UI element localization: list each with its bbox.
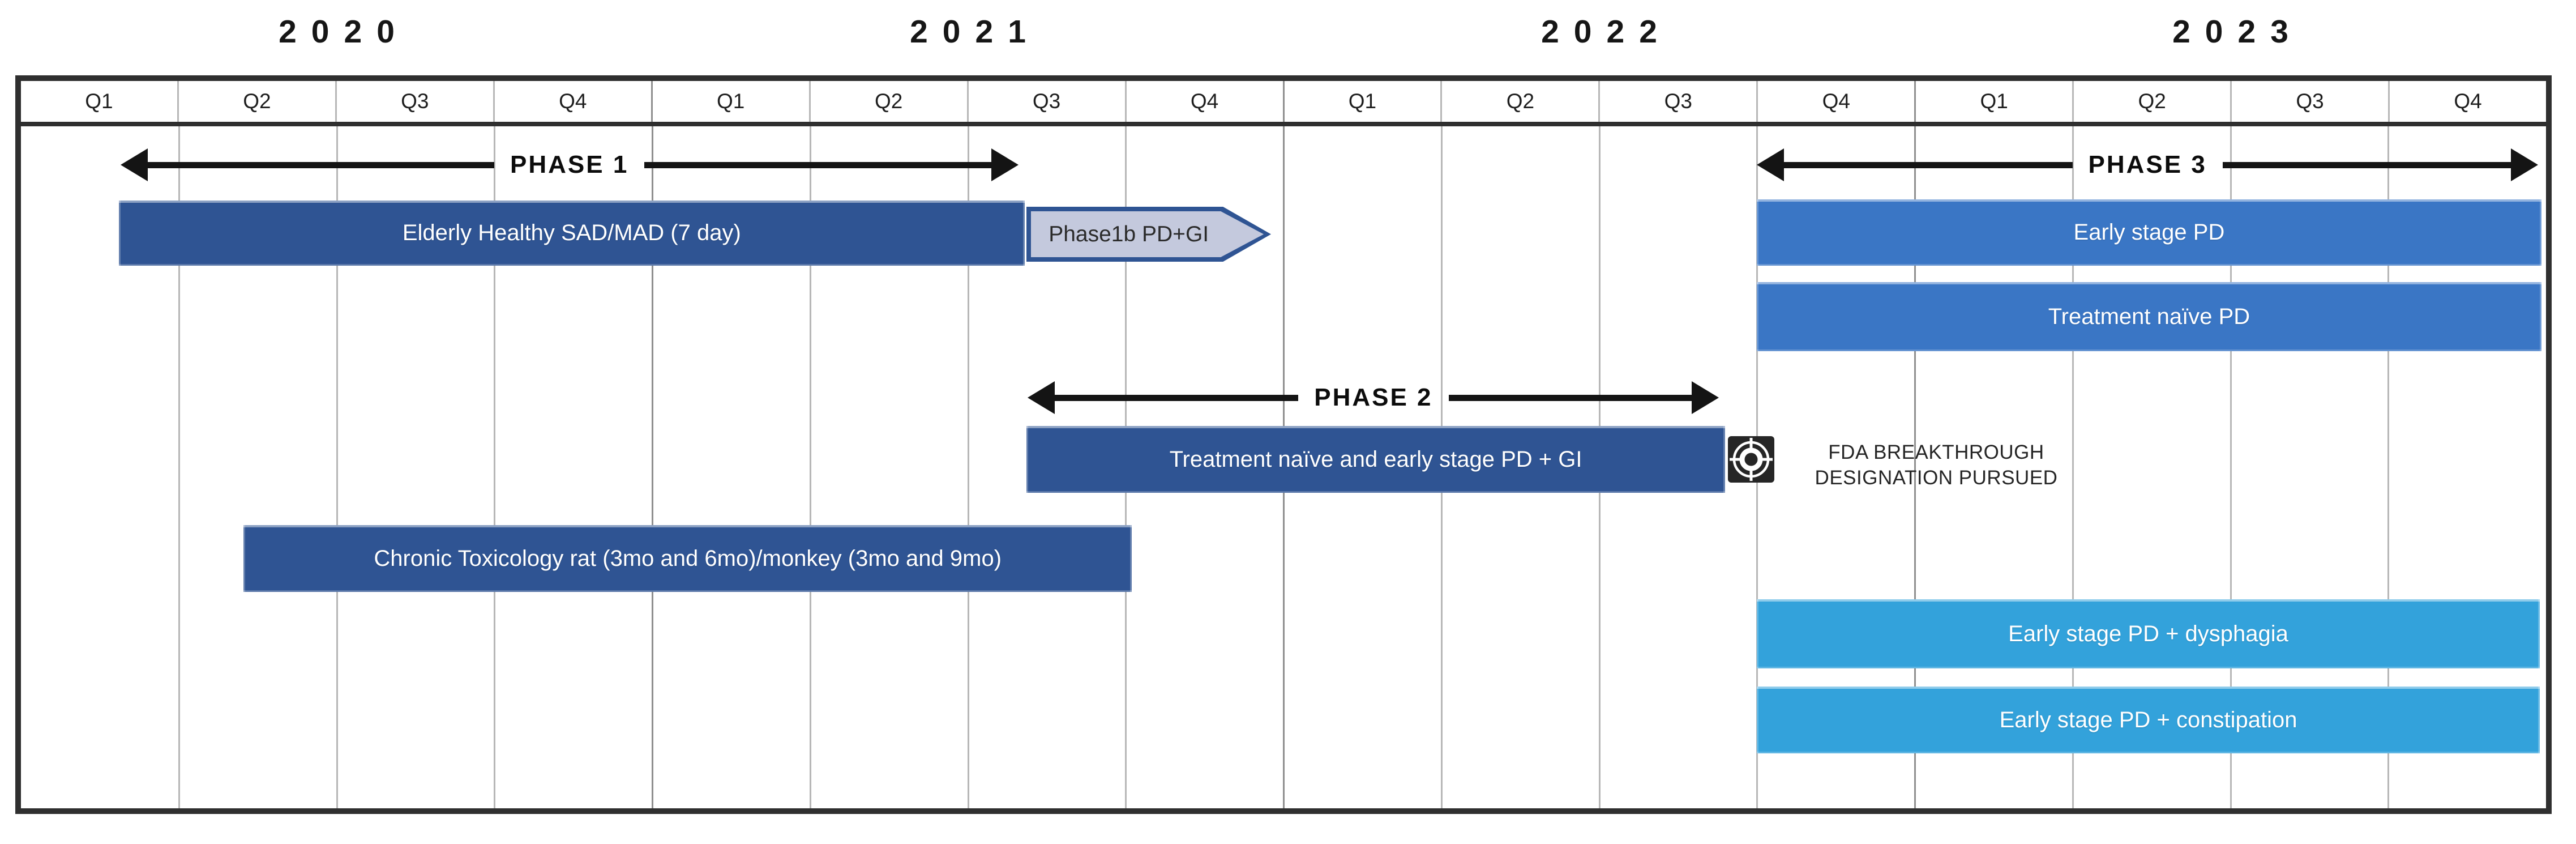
milestone-label: FDA BREAKTHROUGH DESIGNATION PURSUED [1792, 440, 2081, 491]
phase1-label: PHASE 1 [510, 151, 629, 178]
task-bar-elderly-sad-mad[interactable]: Elderly Healthy SAD/MAD (7 day) [118, 201, 1025, 266]
task-bar-early-stage-pd-dysphagia[interactable]: Early stage PD + dysphagia [1757, 599, 2540, 668]
year-label-2022: 2022 [1541, 14, 1672, 50]
arrow-line [1448, 394, 1693, 401]
phase3-label: PHASE 3 [2088, 151, 2207, 178]
task-label: Phase1b PD+GI [1049, 221, 1209, 246]
year-label-2023: 2023 [2172, 14, 2303, 50]
arrowhead-left-icon [120, 148, 148, 181]
quarter-cell: Q4 [495, 81, 653, 122]
gridline [2230, 126, 2232, 808]
quarter-cell: Q2 [1442, 81, 1601, 122]
task-bar-early-stage-pd-constipation[interactable]: Early stage PD + constipation [1757, 687, 2540, 753]
gridline [1914, 126, 1916, 808]
task-label: Elderly Healthy SAD/MAD (7 day) [402, 220, 741, 245]
arrow-line [1783, 161, 2073, 168]
quarter-cell: Q2 [179, 81, 337, 122]
task-bar-treatment-naive-early-stage-pd-gi[interactable]: Treatment naïve and early stage PD + GI [1026, 426, 1726, 493]
milestone-label-line1: FDA BREAKTHROUGH [1828, 441, 2044, 463]
arrowhead-right-icon [991, 148, 1019, 181]
gridline [178, 126, 180, 808]
milestone-label-line2: DESIGNATION PURSUED [1815, 467, 2058, 489]
quarter-cell: Q3 [969, 81, 1127, 122]
quarter-cell: Q2 [811, 81, 969, 122]
quarter-cell: Q3 [337, 81, 495, 122]
task-label: Treatment naïve and early stage PD + GI [1169, 446, 1582, 472]
gridline [652, 126, 653, 808]
gridline [967, 126, 969, 808]
phase3-arrow: PHASE 3 [1757, 147, 2539, 183]
quarter-cell: Q4 [1758, 81, 1916, 122]
gantt-chart: Q1 Q2 Q3 Q4 Q1 Q2 Q3 Q4 Q1 Q2 Q3 Q4 Q1 Q… [15, 75, 2552, 814]
phase2-arrow: PHASE 2 [1028, 380, 1719, 416]
timeline-years: 2020 2021 2022 2023 [21, 5, 2546, 59]
chevron-arrow-shape [1026, 207, 1271, 262]
arrowhead-right-icon [1692, 381, 1719, 414]
task-bar-early-stage-pd[interactable]: Early stage PD [1757, 199, 2541, 266]
arrow-line [644, 161, 992, 168]
quarter-cell: Q3 [1600, 81, 1758, 122]
gantt-body: PHASE 1 PHASE 2 PHASE 3 Elderly Heal [21, 126, 2546, 808]
quarter-cell: Q4 [2454, 89, 2482, 113]
phase2-label: PHASE 2 [1314, 383, 1433, 411]
task-label: Treatment naïve PD [2048, 304, 2250, 329]
arrowhead-left-icon [1028, 381, 1055, 414]
quarter-cell: Q1 [1285, 81, 1443, 122]
quarter-cell: Q1 [653, 81, 811, 122]
year-label-2020: 2020 [279, 14, 409, 50]
quarter-header: Q1 Q2 Q3 Q4 Q1 Q2 Q3 Q4 Q1 Q2 Q3 Q4 Q1 Q… [21, 81, 2546, 126]
quarter-cell: Q4 [1127, 81, 1285, 122]
target-icon [1727, 436, 1775, 483]
quarter-cell: Q1 [1916, 81, 2074, 122]
gridline [2072, 126, 2074, 808]
arrow-line [2222, 161, 2513, 168]
task-label: Early stage PD [2073, 220, 2225, 245]
arrow-line [1054, 394, 1299, 401]
year-label-2021: 2021 [910, 14, 1041, 50]
gridline [2387, 126, 2390, 808]
task-label: Chronic Toxicology rat (3mo and 6mo)/mon… [374, 545, 1002, 571]
task-bar-chronic-toxicology[interactable]: Chronic Toxicology rat (3mo and 6mo)/mon… [243, 525, 1132, 592]
task-label: Early stage PD + constipation [1999, 707, 2297, 732]
quarter-cell: Q1 [21, 81, 179, 122]
quarter-cell: Q3 [2232, 81, 2390, 122]
phase1-arrow: PHASE 1 [120, 147, 1019, 183]
task-bar-phase1b-pd-gi[interactable]: Phase1b PD+GI [1026, 207, 1271, 262]
gridline [336, 126, 338, 808]
gridline [809, 126, 811, 808]
task-bar-treatment-naive-pd[interactable]: Treatment naïve PD [1757, 282, 2541, 351]
quarter-cell: Q2 [2074, 81, 2232, 122]
arrowhead-right-icon [2511, 148, 2539, 181]
arrow-line [146, 161, 494, 168]
arrowhead-left-icon [1757, 148, 1785, 181]
gridline [494, 126, 496, 808]
task-label: Early stage PD + dysphagia [2008, 621, 2288, 646]
